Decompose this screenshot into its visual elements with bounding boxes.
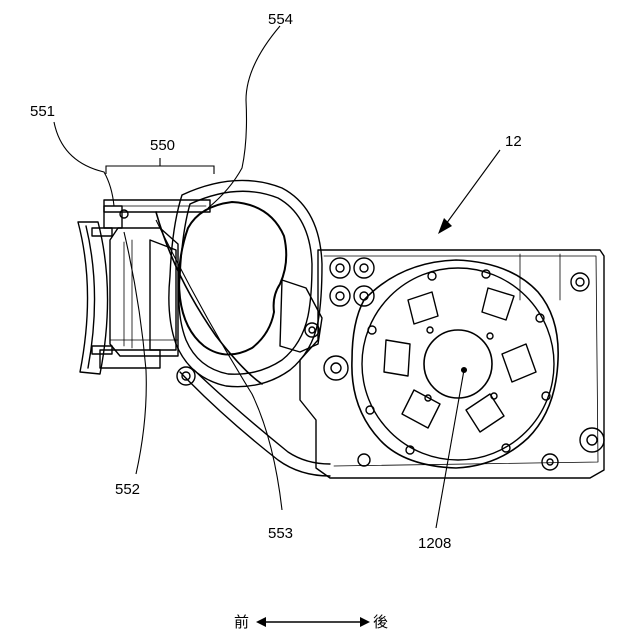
direction-arrow-left-head	[256, 617, 266, 627]
mechanism-drawing	[78, 180, 604, 478]
left-curved-guide	[78, 222, 112, 374]
ref-label-552: 552	[115, 481, 140, 498]
bracket-550	[106, 158, 214, 174]
ref-label-553: 553	[268, 525, 293, 542]
ref-label-554: 554	[268, 11, 293, 28]
direction-rear-label: 後	[373, 613, 388, 631]
leader-552	[124, 232, 146, 474]
direction-front-label: 前	[234, 613, 249, 631]
direction-indicator: 前 後	[234, 613, 388, 631]
left-housing	[100, 228, 178, 368]
rotary-plate-1208	[352, 260, 558, 468]
ref-label-551: 551	[30, 103, 55, 120]
direction-arrow-right-head	[360, 617, 370, 627]
ref-label-1208: 1208	[418, 535, 451, 552]
leader-12-arrowhead	[438, 218, 452, 234]
ref-label-12: 12	[505, 133, 522, 150]
leader-1208-dot	[462, 368, 467, 373]
ref-label-550: 550	[150, 137, 175, 154]
leader-lines	[54, 26, 500, 528]
leader-12	[446, 150, 500, 224]
roller-cluster	[324, 258, 604, 470]
lower-linkage	[177, 367, 330, 476]
leader-551	[54, 122, 114, 206]
